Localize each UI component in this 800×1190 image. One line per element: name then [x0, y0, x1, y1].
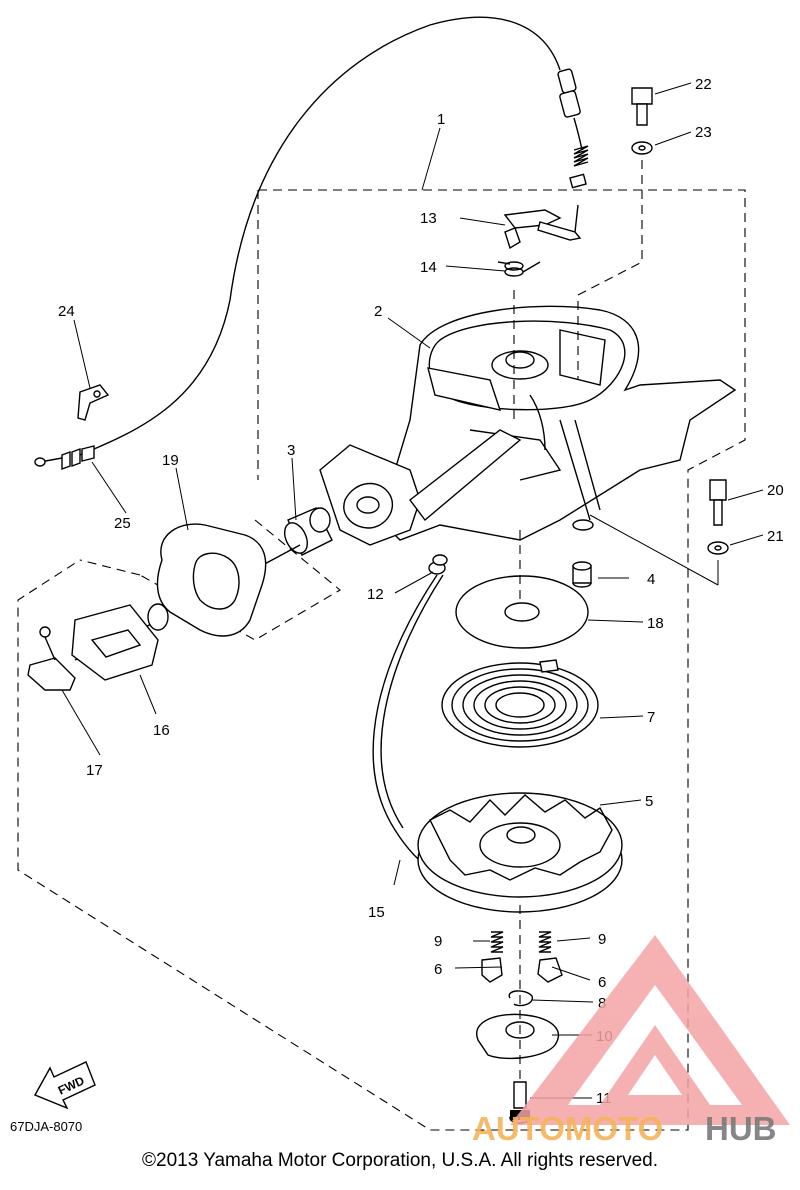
- callout-21: 21: [767, 528, 784, 545]
- part-17-clip: [27, 626, 76, 691]
- callout-13: 13: [420, 210, 437, 227]
- assembly-dashed-outline: [17, 189, 746, 1131]
- callout-4: 4: [647, 571, 655, 588]
- diagram-code: 67DJA-8070: [10, 1119, 83, 1134]
- cable-spring: [569, 145, 589, 189]
- watermark-brand-right: HUB: [705, 1110, 777, 1145]
- callout-1: 1: [437, 111, 445, 128]
- part-5-pulley: [417, 792, 623, 913]
- part-21-washer: [707, 541, 729, 555]
- callout-6-left: 6: [434, 961, 442, 978]
- callout-16: 16: [153, 722, 170, 739]
- callout-23: 23: [695, 124, 712, 141]
- part-8-clip: [508, 990, 534, 1007]
- callout-12: 12: [367, 586, 384, 603]
- part-14-spring: [497, 261, 541, 277]
- copyright-notice: ©2013 Yamaha Motor Corporation, U.S.A. A…: [142, 1150, 658, 1171]
- control-cable: [79, 16, 561, 456]
- part-22-bolt: [631, 87, 653, 126]
- callout-9-right: 9: [598, 931, 606, 948]
- callout-8: 8: [598, 995, 606, 1012]
- callout-18: 18: [647, 615, 664, 632]
- callout-15: 15: [368, 904, 385, 921]
- rope-guide: [319, 429, 522, 546]
- callout-17: 17: [86, 762, 103, 779]
- callout-9-left: 9: [434, 933, 442, 950]
- callout-3: 3: [287, 442, 295, 459]
- watermark-triangle-icon: [510, 935, 790, 1125]
- part-19-damper: [156, 523, 267, 637]
- callout-7: 7: [647, 709, 655, 726]
- fwd-arrow-icon: FWD: [34, 1061, 96, 1110]
- part-18-plate: [455, 575, 589, 649]
- watermark-brand-left: AUTOMOTO: [472, 1110, 663, 1145]
- callout-20: 20: [767, 482, 784, 499]
- callout-24: 24: [58, 303, 75, 320]
- part-7-spiral-spring: [441, 659, 599, 748]
- part-23-washer: [631, 141, 653, 155]
- part-3-seal: [283, 507, 333, 556]
- callout-labels: 1 2 3 4 5 6 6 7 8 9 9 10 11 12 13 14 15 …: [58, 76, 784, 1107]
- callout-14: 14: [420, 259, 437, 276]
- callout-25: 25: [114, 515, 131, 532]
- callout-19: 19: [162, 452, 179, 469]
- callout-5: 5: [645, 793, 653, 810]
- part-6-pawls: [481, 957, 563, 983]
- automotohub-watermark-logo: AUTOMOTO HUB: [472, 935, 790, 1145]
- part-4-bushing: [572, 561, 592, 588]
- part-20-bolt: [709, 479, 727, 526]
- part-9-springs: [490, 931, 552, 953]
- callout-2: 2: [374, 303, 382, 320]
- part-12-grommet: [428, 554, 448, 575]
- callout-6-right: 6: [598, 974, 606, 991]
- callout-22: 22: [695, 76, 712, 93]
- part-16-starter-handle: [71, 603, 169, 681]
- part-25-cable-end: [34, 445, 95, 471]
- cable-end-fitting: [557, 68, 583, 151]
- part-24-bracket: [77, 384, 110, 421]
- part-13-lever: [503, 204, 582, 250]
